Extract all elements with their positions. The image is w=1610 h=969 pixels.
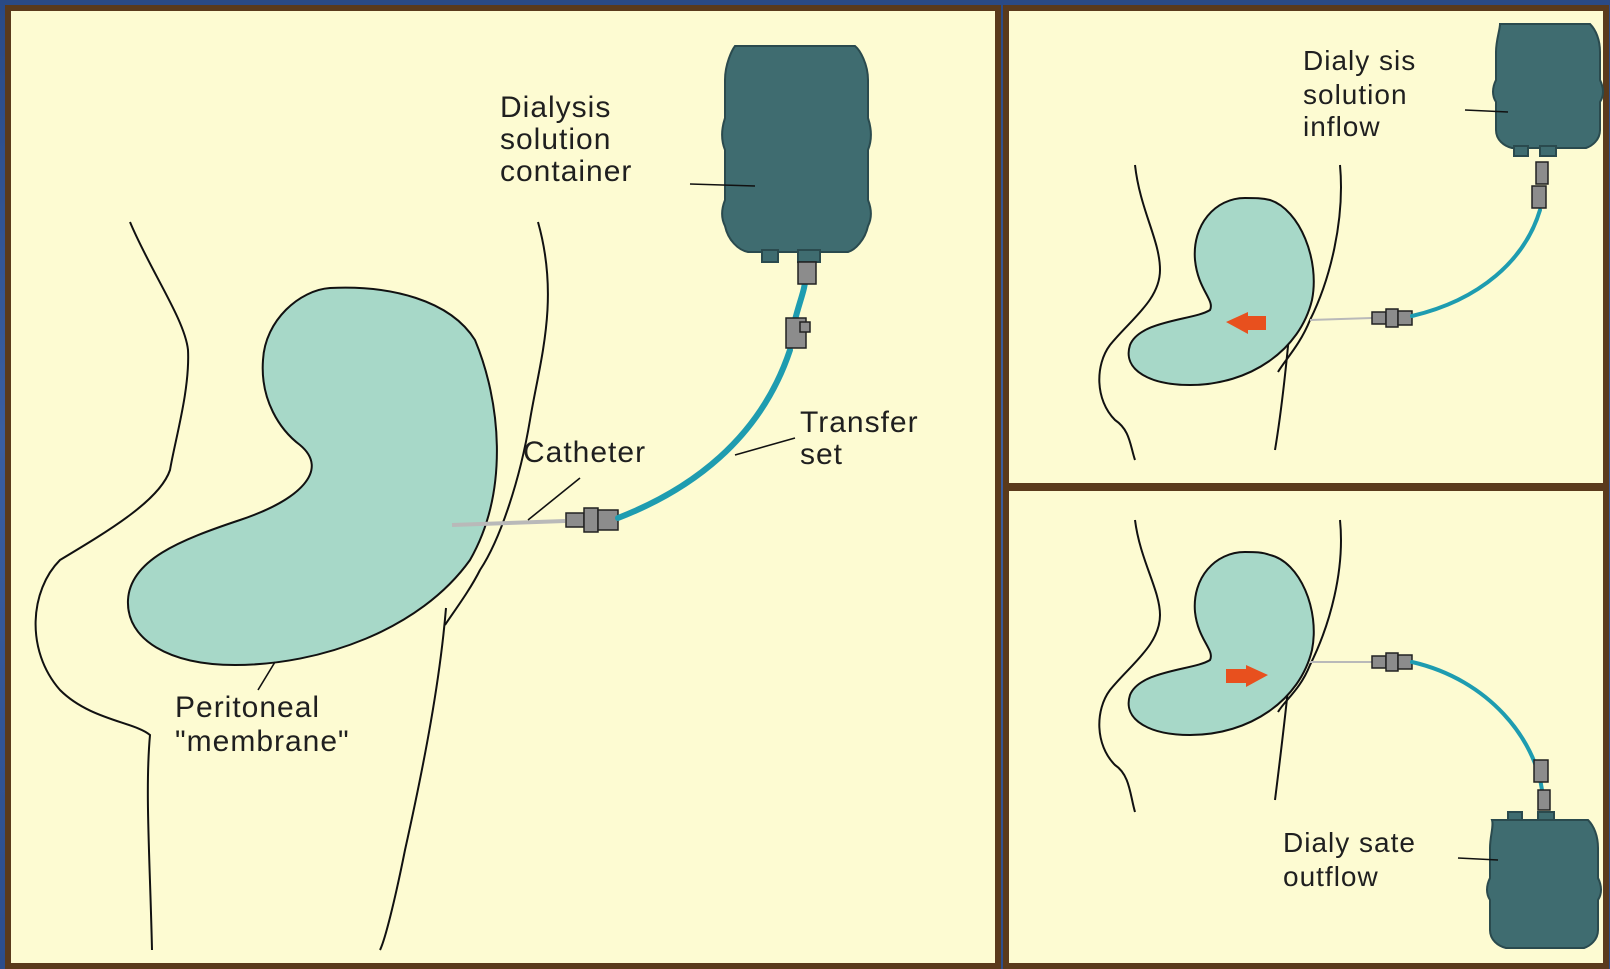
outflow-drain-bag: [1487, 812, 1601, 948]
membrane-label-line1: Peritoneal: [175, 691, 320, 724]
svg-text:Catheter: Catheter: [523, 436, 646, 469]
container-label-line2: solution: [500, 123, 611, 156]
inflow-label-line2: solution: [1303, 79, 1408, 110]
inflow-solution-bag: [1493, 24, 1603, 156]
svg-text:outflow: outflow: [1283, 861, 1379, 892]
svg-text:Dialy sis: Dialy sis: [1303, 45, 1416, 76]
membrane-label-line2: "membrane": [175, 725, 350, 758]
svg-text:Peritoneal: Peritoneal: [175, 691, 320, 724]
outflow-catheter-connector: [1372, 653, 1412, 671]
container-label-line3: container: [500, 155, 632, 188]
svg-text:"membrane": "membrane": [175, 725, 350, 758]
inflow-label-line3: inflow: [1303, 111, 1381, 142]
transfer-label-line2: set: [800, 438, 843, 471]
outflow-label-line1: Dialy sate: [1283, 827, 1416, 858]
svg-text:solution: solution: [500, 123, 611, 156]
svg-text:Dialy sate: Dialy sate: [1283, 827, 1416, 858]
svg-text:inflow: inflow: [1303, 111, 1381, 142]
svg-text:Transfer: Transfer: [800, 406, 919, 439]
main-solution-bag: [722, 46, 871, 284]
svg-text:set: set: [800, 438, 843, 471]
inflow-catheter-connector: [1372, 309, 1412, 327]
inflow-label-line1: Dialy sis: [1303, 45, 1416, 76]
svg-text:container: container: [500, 155, 632, 188]
container-label-line1: Dialysis: [500, 91, 611, 124]
catheter-label: Catheter: [523, 436, 646, 469]
transfer-label-line1: Transfer: [800, 406, 919, 439]
svg-text:Dialysis: Dialysis: [500, 91, 611, 124]
main-clamp: [786, 318, 810, 348]
outflow-label-line2: outflow: [1283, 861, 1379, 892]
svg-text:solution: solution: [1303, 79, 1408, 110]
